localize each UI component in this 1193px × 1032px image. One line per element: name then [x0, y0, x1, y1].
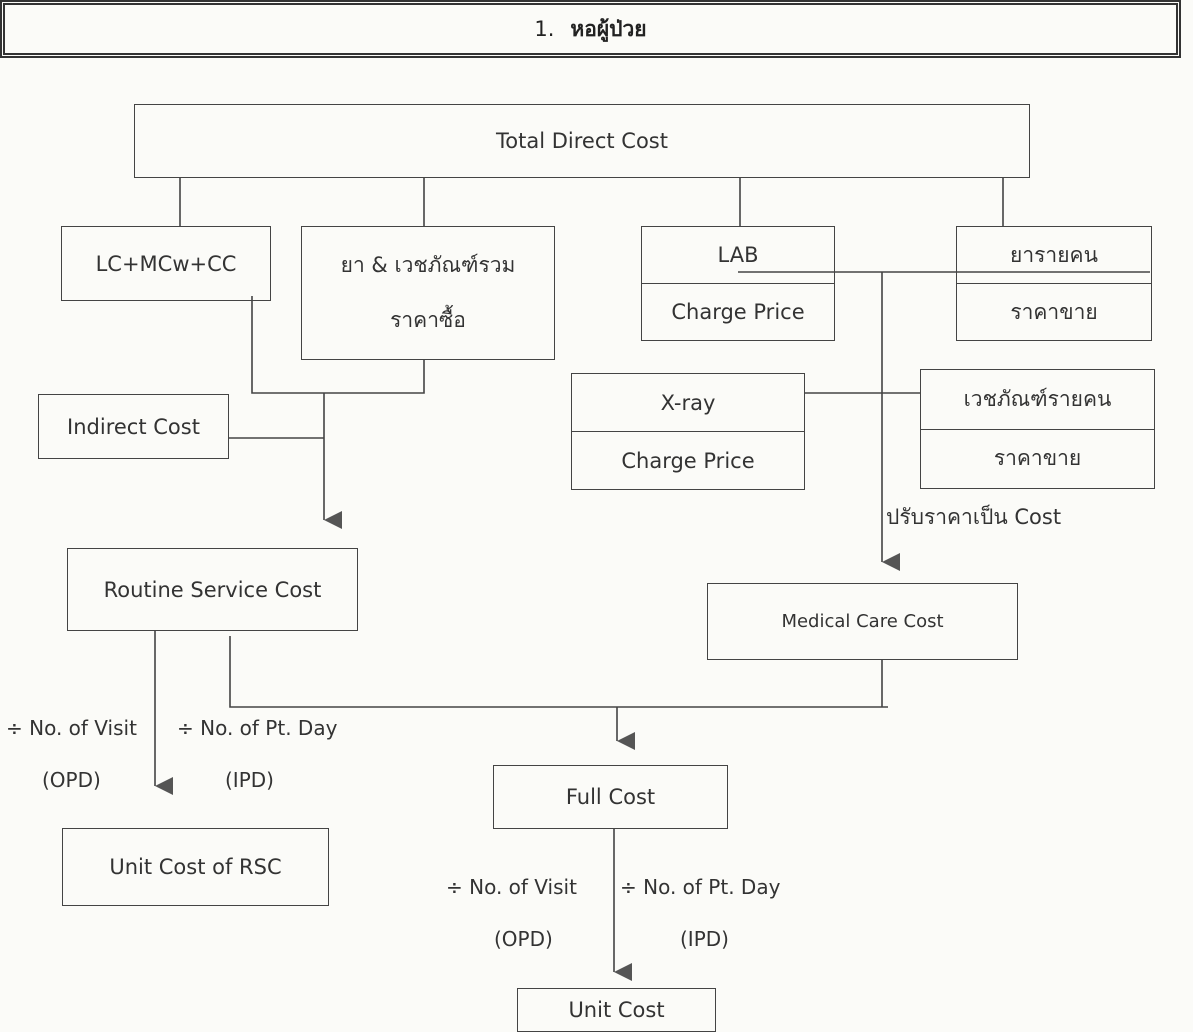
rsc-opd-label: (OPD)	[42, 768, 101, 792]
supplies-per-person-price: ราคาขาย	[993, 446, 1082, 471]
xray-charge-price: Charge Price	[621, 448, 755, 473]
fc-ptday-label: ÷ No. of Pt. Day	[620, 875, 781, 899]
header-frame: 1. หอผู้ป่วย	[0, 0, 1181, 58]
drugs-supplies-box: ยา & เวชภัณฑ์รวม ราคาซื้อ	[301, 226, 555, 360]
xray-label: X-ray	[572, 374, 804, 432]
fc-visit-label: ÷ No. of Visit	[446, 875, 577, 899]
rsc-ptday-label: ÷ No. of Pt. Day	[177, 716, 338, 740]
fc-ipd-label: (IPD)	[680, 927, 729, 951]
unit-cost-rsc-box: Unit Cost of RSC	[62, 828, 329, 906]
drugs-per-person-label: ยารายคน	[957, 227, 1151, 284]
medical-care-cost-box: Medical Care Cost	[707, 583, 1018, 660]
total-direct-cost-box: Total Direct Cost	[134, 104, 1030, 178]
lab-box: LAB Charge Price	[641, 226, 835, 341]
indirect-cost-box: Indirect Cost	[38, 394, 229, 459]
connector-lc-merge	[251, 296, 425, 394]
lab-charge-price: Charge Price	[671, 300, 805, 324]
rsc-visit-label: ÷ No. of Visit	[6, 716, 137, 740]
drugs-supplies-line2: ราคาซื้อ	[390, 308, 466, 332]
routine-service-cost-box: Routine Service Cost	[67, 548, 358, 631]
rsc-ipd-label: (IPD)	[225, 768, 274, 792]
header-title: หอผู้ป่วย	[570, 16, 647, 41]
supplies-per-person-box: เวชภัณฑ์รายคน ราคาขาย	[920, 369, 1155, 489]
drugs-per-person-price: ราคาขาย	[1010, 299, 1098, 324]
full-cost-box: Full Cost	[493, 765, 728, 829]
drugs-supplies-line1: ยา & เวชภัณฑ์รวม	[340, 253, 516, 277]
connector-rsc-bottom	[229, 636, 888, 708]
xray-box: X-ray Charge Price	[571, 373, 805, 490]
price-to-cost-label: ปรับราคาเป็น Cost	[886, 505, 1062, 529]
drugs-per-person-box: ยารายคน ราคาขาย	[956, 226, 1152, 341]
supplies-per-person-label: เวชภัณฑ์รายคน	[921, 370, 1154, 430]
lab-label: LAB	[642, 227, 834, 284]
fc-opd-label: (OPD)	[494, 927, 553, 951]
lc-mcw-cc-box: LC+MCw+CC	[61, 226, 271, 301]
unit-cost-box: Unit Cost	[517, 988, 716, 1032]
header-number: 1.	[534, 17, 555, 41]
